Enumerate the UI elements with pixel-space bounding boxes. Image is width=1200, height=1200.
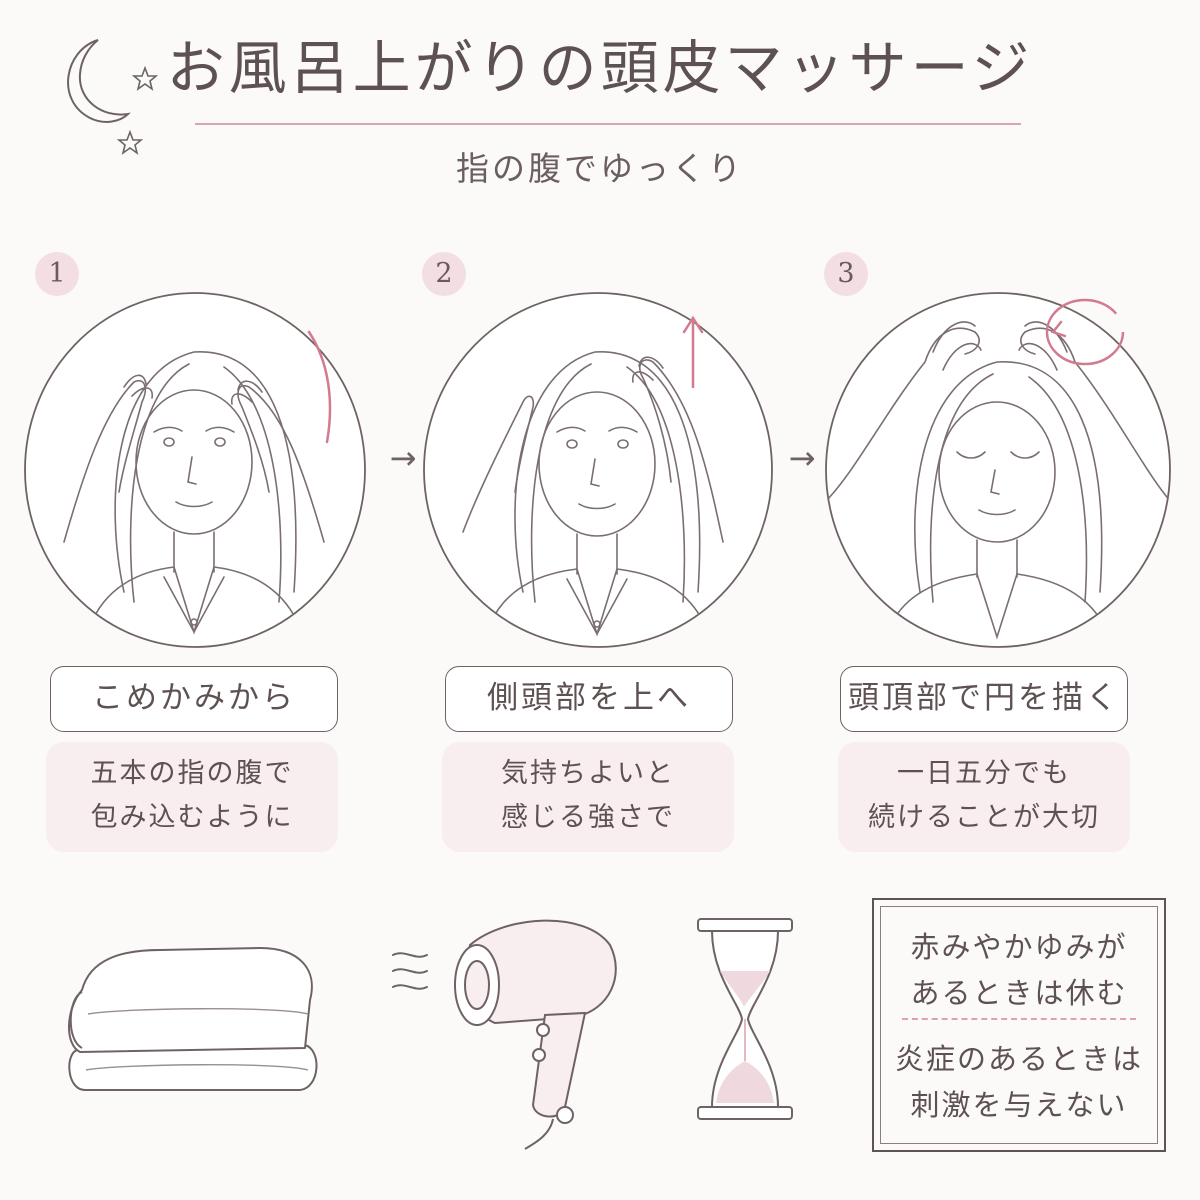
- step-2-label: 側頭部を上へ: [445, 666, 733, 732]
- towel-icon: [68, 947, 318, 1091]
- note-line: 一日五分でも: [897, 758, 1071, 789]
- note-line: 続けることが大切: [868, 802, 1100, 833]
- step-1-number: 1: [35, 252, 79, 296]
- step-3-note: 一日五分でも 続けることが大切: [838, 742, 1130, 852]
- face: [938, 401, 1056, 543]
- warning-line: 赤みやかゆみが: [910, 930, 1128, 964]
- title-divider: [195, 123, 1021, 125]
- warning-line: 刺激を与えない: [910, 1088, 1128, 1122]
- page-subtitle: 指の腹でゆっくり: [456, 149, 744, 188]
- hourglass-icon: [697, 918, 793, 1120]
- step-arrow-2: →: [788, 439, 816, 477]
- step-2-note: 気持ちよいと 感じる強さで: [442, 742, 734, 852]
- moon-icon: [67, 39, 131, 123]
- warning-divider: [902, 1018, 1136, 1020]
- step-2-number: 2: [422, 252, 466, 296]
- star-icon: [116, 129, 144, 155]
- step-1-illustration: [24, 292, 366, 648]
- warning-bottom: 炎症のあるときは 刺激を与えない: [874, 1036, 1164, 1128]
- step-1-label: こめかみから: [50, 666, 338, 732]
- page-title: お風呂上がりの頭皮マッサージ: [166, 34, 1034, 102]
- step-3-label: 頭頂部で円を描く: [840, 666, 1128, 732]
- warning-box: 赤みやかゆみが あるときは休む 炎症のあるときは 刺激を与えない: [872, 898, 1166, 1152]
- face: [135, 389, 253, 535]
- note-line: 気持ちよいと: [501, 758, 675, 789]
- note-line: 五本の指の腹で: [90, 758, 294, 789]
- note-line: 感じる強さで: [501, 802, 675, 833]
- step-3-number: 3: [824, 252, 868, 296]
- face: [538, 391, 656, 537]
- note-line: 包み込むように: [90, 802, 294, 833]
- star-icon: [131, 65, 159, 91]
- step-1-note: 五本の指の腹で 包み込むように: [46, 742, 338, 852]
- motion-circle-icon: [1045, 298, 1125, 366]
- step-arrow-1: →: [389, 439, 417, 477]
- moon-stars-decoration: [67, 39, 159, 155]
- motion-arrow-icon: [307, 330, 332, 444]
- warning-box-inner-border: [880, 906, 1158, 1144]
- warning-top: 赤みやかゆみが あるときは休む: [874, 924, 1164, 1016]
- hair-dryer-icon: [392, 919, 617, 1150]
- step-2-illustration: [423, 292, 773, 648]
- warning-line: あるときは休む: [910, 976, 1128, 1010]
- step-3-illustration: [825, 292, 1171, 648]
- warning-line: 炎症のあるときは: [894, 1042, 1143, 1076]
